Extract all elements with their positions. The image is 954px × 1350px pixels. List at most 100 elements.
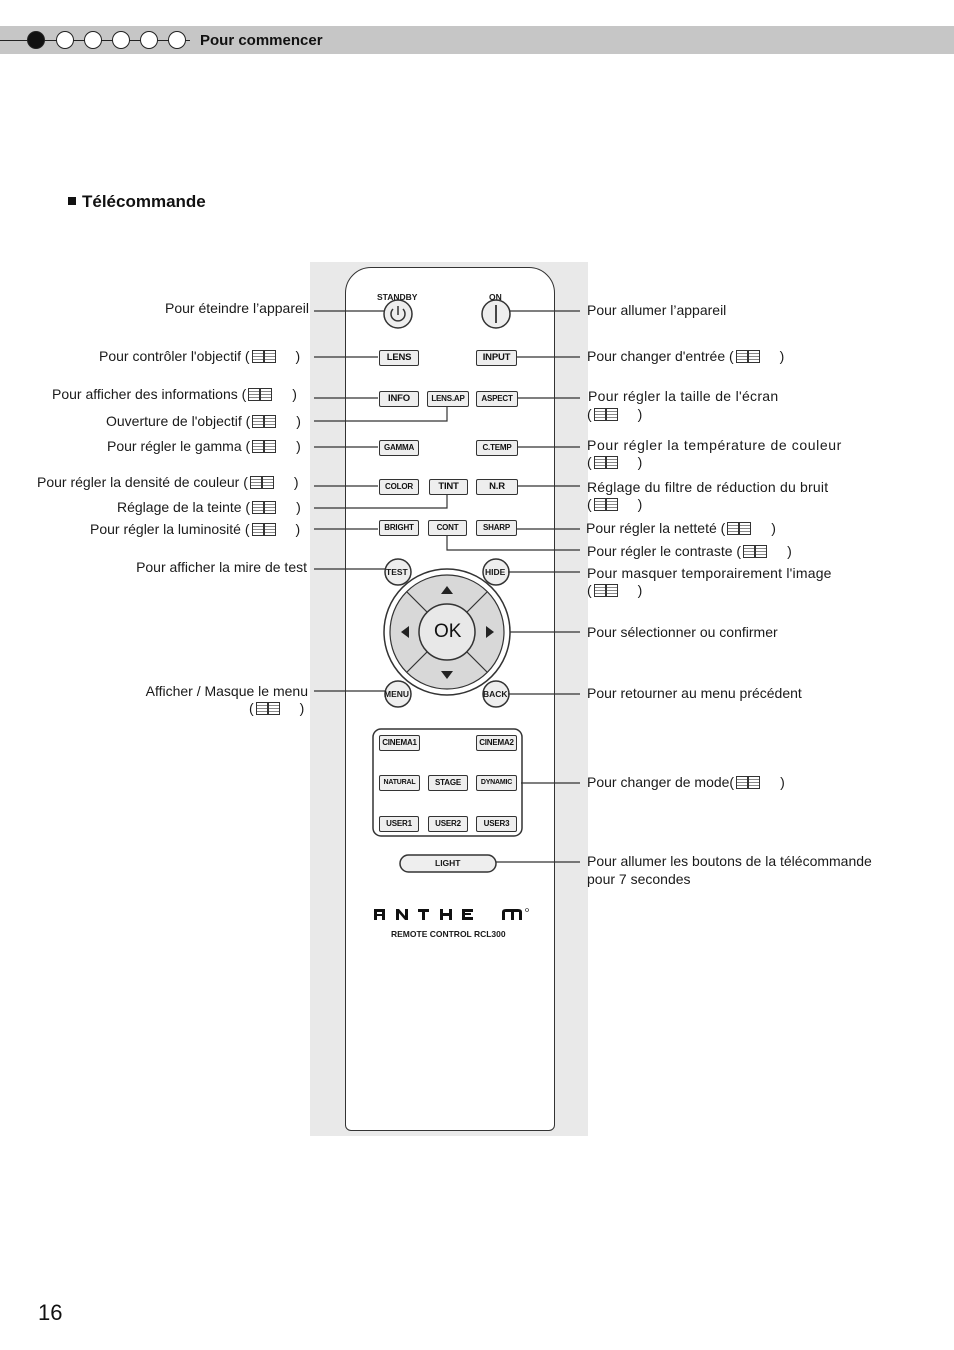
stage-button[interactable]: STAGE	[428, 775, 468, 791]
test-button-label: TEST	[386, 567, 408, 577]
page-ref-icon	[727, 522, 752, 535]
page-ref-icon	[251, 523, 276, 536]
step-indicator-6	[168, 31, 186, 49]
label-ok: Pour sélectionner ou confirmer	[587, 624, 778, 640]
label-menu: Afficher / Masque le menu	[145, 683, 308, 699]
label-mode: Pour changer de mode()	[587, 774, 785, 790]
label-test: Pour afficher la mire de test	[136, 559, 307, 575]
light-button-outline	[399, 854, 497, 873]
label-input: Pour changer d'entrée ()	[587, 348, 785, 364]
input-button[interactable]: INPUT	[476, 350, 517, 366]
label-hide: Pour masquer temporairement l'image	[587, 565, 832, 581]
label-aspect-ref: ()	[587, 406, 643, 422]
page-ref-icon	[593, 408, 618, 421]
label-gamma: Pour régler le gamma ()	[107, 438, 301, 454]
dynamic-button[interactable]: DYNAMIC	[476, 775, 517, 791]
tint-button[interactable]: TINT	[429, 479, 468, 495]
back-button-label: BACK	[483, 689, 508, 699]
label-menu-ref: ()	[249, 700, 305, 716]
label-c-temp-ref: ()	[587, 454, 643, 470]
page-ref-icon	[248, 388, 273, 401]
label-tint: Réglage de la teinte ()	[117, 499, 301, 515]
light-button[interactable]: LIGHT	[435, 858, 461, 868]
right-leader-lines	[446, 310, 580, 863]
step-indicator-4	[112, 31, 130, 49]
arrow-down-icon	[441, 671, 453, 679]
user3-button[interactable]: USER3	[476, 816, 517, 832]
page-ref-icon	[593, 584, 618, 597]
arrow-right-icon	[486, 626, 494, 638]
section-header: Pour commencer	[200, 32, 323, 49]
menu-button[interactable]	[384, 680, 412, 708]
page-number: 16	[38, 1300, 63, 1325]
remote-control-body	[345, 267, 555, 1131]
label-color: Pour régler la densité de couleur ()	[37, 474, 299, 490]
page-ref-icon	[252, 501, 277, 514]
test-button[interactable]	[384, 558, 412, 586]
sharp-button[interactable]: SHARP	[476, 520, 517, 536]
page-ref-icon	[593, 456, 618, 469]
label-aspect: Pour régler la taille de l'écran	[588, 388, 779, 404]
gamma-button[interactable]: GAMMA	[379, 440, 419, 456]
step-indicator-5	[140, 31, 158, 49]
label-light: Pour allumer les boutons de la télécomma…	[587, 853, 872, 869]
navigation-pad[interactable]	[383, 568, 511, 696]
lens-button[interactable]: LENS	[379, 350, 419, 366]
n-r-button[interactable]: N.R	[476, 479, 518, 495]
arrow-left-icon	[401, 626, 409, 638]
step-indicator-2	[56, 31, 74, 49]
ok-button[interactable]: OK	[434, 621, 462, 642]
page-ref-icon	[736, 776, 761, 789]
label-cont: Pour régler le contraste ()	[587, 543, 792, 559]
label-lens: Pour contrôler l'objectif ()	[99, 348, 301, 364]
label-back: Pour retourner au menu précédent	[587, 685, 802, 701]
step-indicator-3	[84, 31, 102, 49]
user2-button[interactable]: USER2	[428, 816, 468, 832]
bullet-square-icon	[68, 197, 76, 205]
page-title-text: Télécommande	[82, 192, 206, 211]
natural-button[interactable]: NATURAL	[379, 775, 420, 791]
page-ref-icon	[593, 498, 618, 511]
label-on: Pour allumer l’appareil	[587, 302, 727, 318]
page-ref-icon	[249, 476, 274, 489]
standby-caption: STANDBY	[377, 292, 418, 302]
standby-button[interactable]	[383, 299, 413, 329]
label-c-temp: Pour régler la température de couleur	[587, 437, 842, 453]
on-button[interactable]	[481, 299, 511, 329]
page-ref-icon	[735, 350, 760, 363]
cinema1-button[interactable]: CINEMA1	[379, 735, 420, 751]
anthem-logo	[374, 908, 529, 920]
label-info: Pour afficher des informations ()	[52, 386, 297, 402]
aspect-button[interactable]: ASPECT	[476, 391, 518, 407]
step-indicator-1	[27, 31, 45, 49]
remote-model-label: REMOTE CONTROL RCL300	[391, 929, 506, 939]
user1-button[interactable]: USER1	[379, 816, 419, 832]
page-ref-icon	[251, 350, 276, 363]
label-bright: Pour régler la luminosité ()	[90, 521, 301, 537]
page-ref-icon	[252, 415, 277, 428]
left-leader-lines	[314, 310, 448, 692]
page-ref-icon	[252, 440, 277, 453]
page-title: Télécommande	[68, 192, 206, 212]
page-ref-icon	[255, 702, 280, 715]
label-lens-ap: Ouverture de l'objectif ()	[106, 413, 301, 429]
label-sharp: Pour régler la netteté ()	[586, 520, 776, 536]
color-button[interactable]: COLOR	[379, 479, 419, 495]
cinema2-button[interactable]: CINEMA2	[476, 735, 517, 751]
label-n-r-ref: ()	[587, 496, 643, 512]
page-ref-icon	[743, 545, 768, 558]
lens-ap-button[interactable]: LENS.AP	[427, 391, 469, 407]
cont-button[interactable]: CONT	[428, 520, 467, 536]
label-standby: Pour éteindre l’appareil	[165, 300, 309, 316]
label-hide-ref: ()	[587, 582, 643, 598]
on-caption: ON	[489, 292, 502, 302]
label-light-line2: pour 7 secondes	[587, 871, 691, 887]
arrow-up-icon	[441, 586, 453, 594]
info-button[interactable]: INFO	[379, 391, 419, 407]
hide-button-label: HIDE	[485, 567, 506, 577]
label-n-r: Réglage du filtre de réduction du bruit	[587, 479, 829, 495]
menu-button-label: MENU	[384, 689, 410, 699]
bright-button[interactable]: BRIGHT	[379, 520, 419, 536]
c-temp-button[interactable]: C.TEMP	[476, 440, 518, 456]
